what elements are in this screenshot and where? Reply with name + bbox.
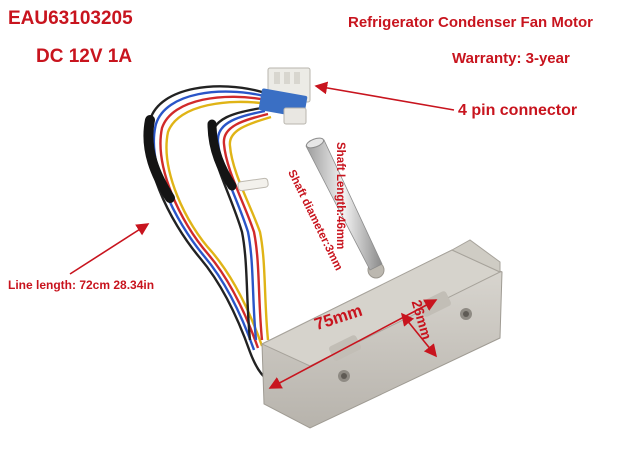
connector-label: 4 pin connector xyxy=(458,102,578,119)
line-length-label: Line length: 72cm 28.34in xyxy=(8,278,155,292)
cable-tie xyxy=(237,177,269,192)
heat-shrink-sleeve xyxy=(143,115,175,203)
product-name-label: Refrigerator Condenser Fan Motor xyxy=(348,14,594,31)
motor-shaft xyxy=(305,137,383,271)
heat-shrink-sleeve-2 xyxy=(207,119,237,191)
motor-housing xyxy=(260,239,503,429)
rating-label: DC 12V 1A xyxy=(36,46,133,67)
part-number-label: EAU63103205 xyxy=(8,8,133,29)
depth-arrow xyxy=(400,312,438,358)
connector-plug xyxy=(258,67,311,125)
line-length-arrow xyxy=(69,223,150,275)
shaft-length-label: Shaft Length:46mm xyxy=(334,142,346,250)
connector-arrow xyxy=(314,81,455,111)
annotation-arrows xyxy=(69,81,455,389)
warranty-label: Warranty: 3-year xyxy=(452,50,570,67)
